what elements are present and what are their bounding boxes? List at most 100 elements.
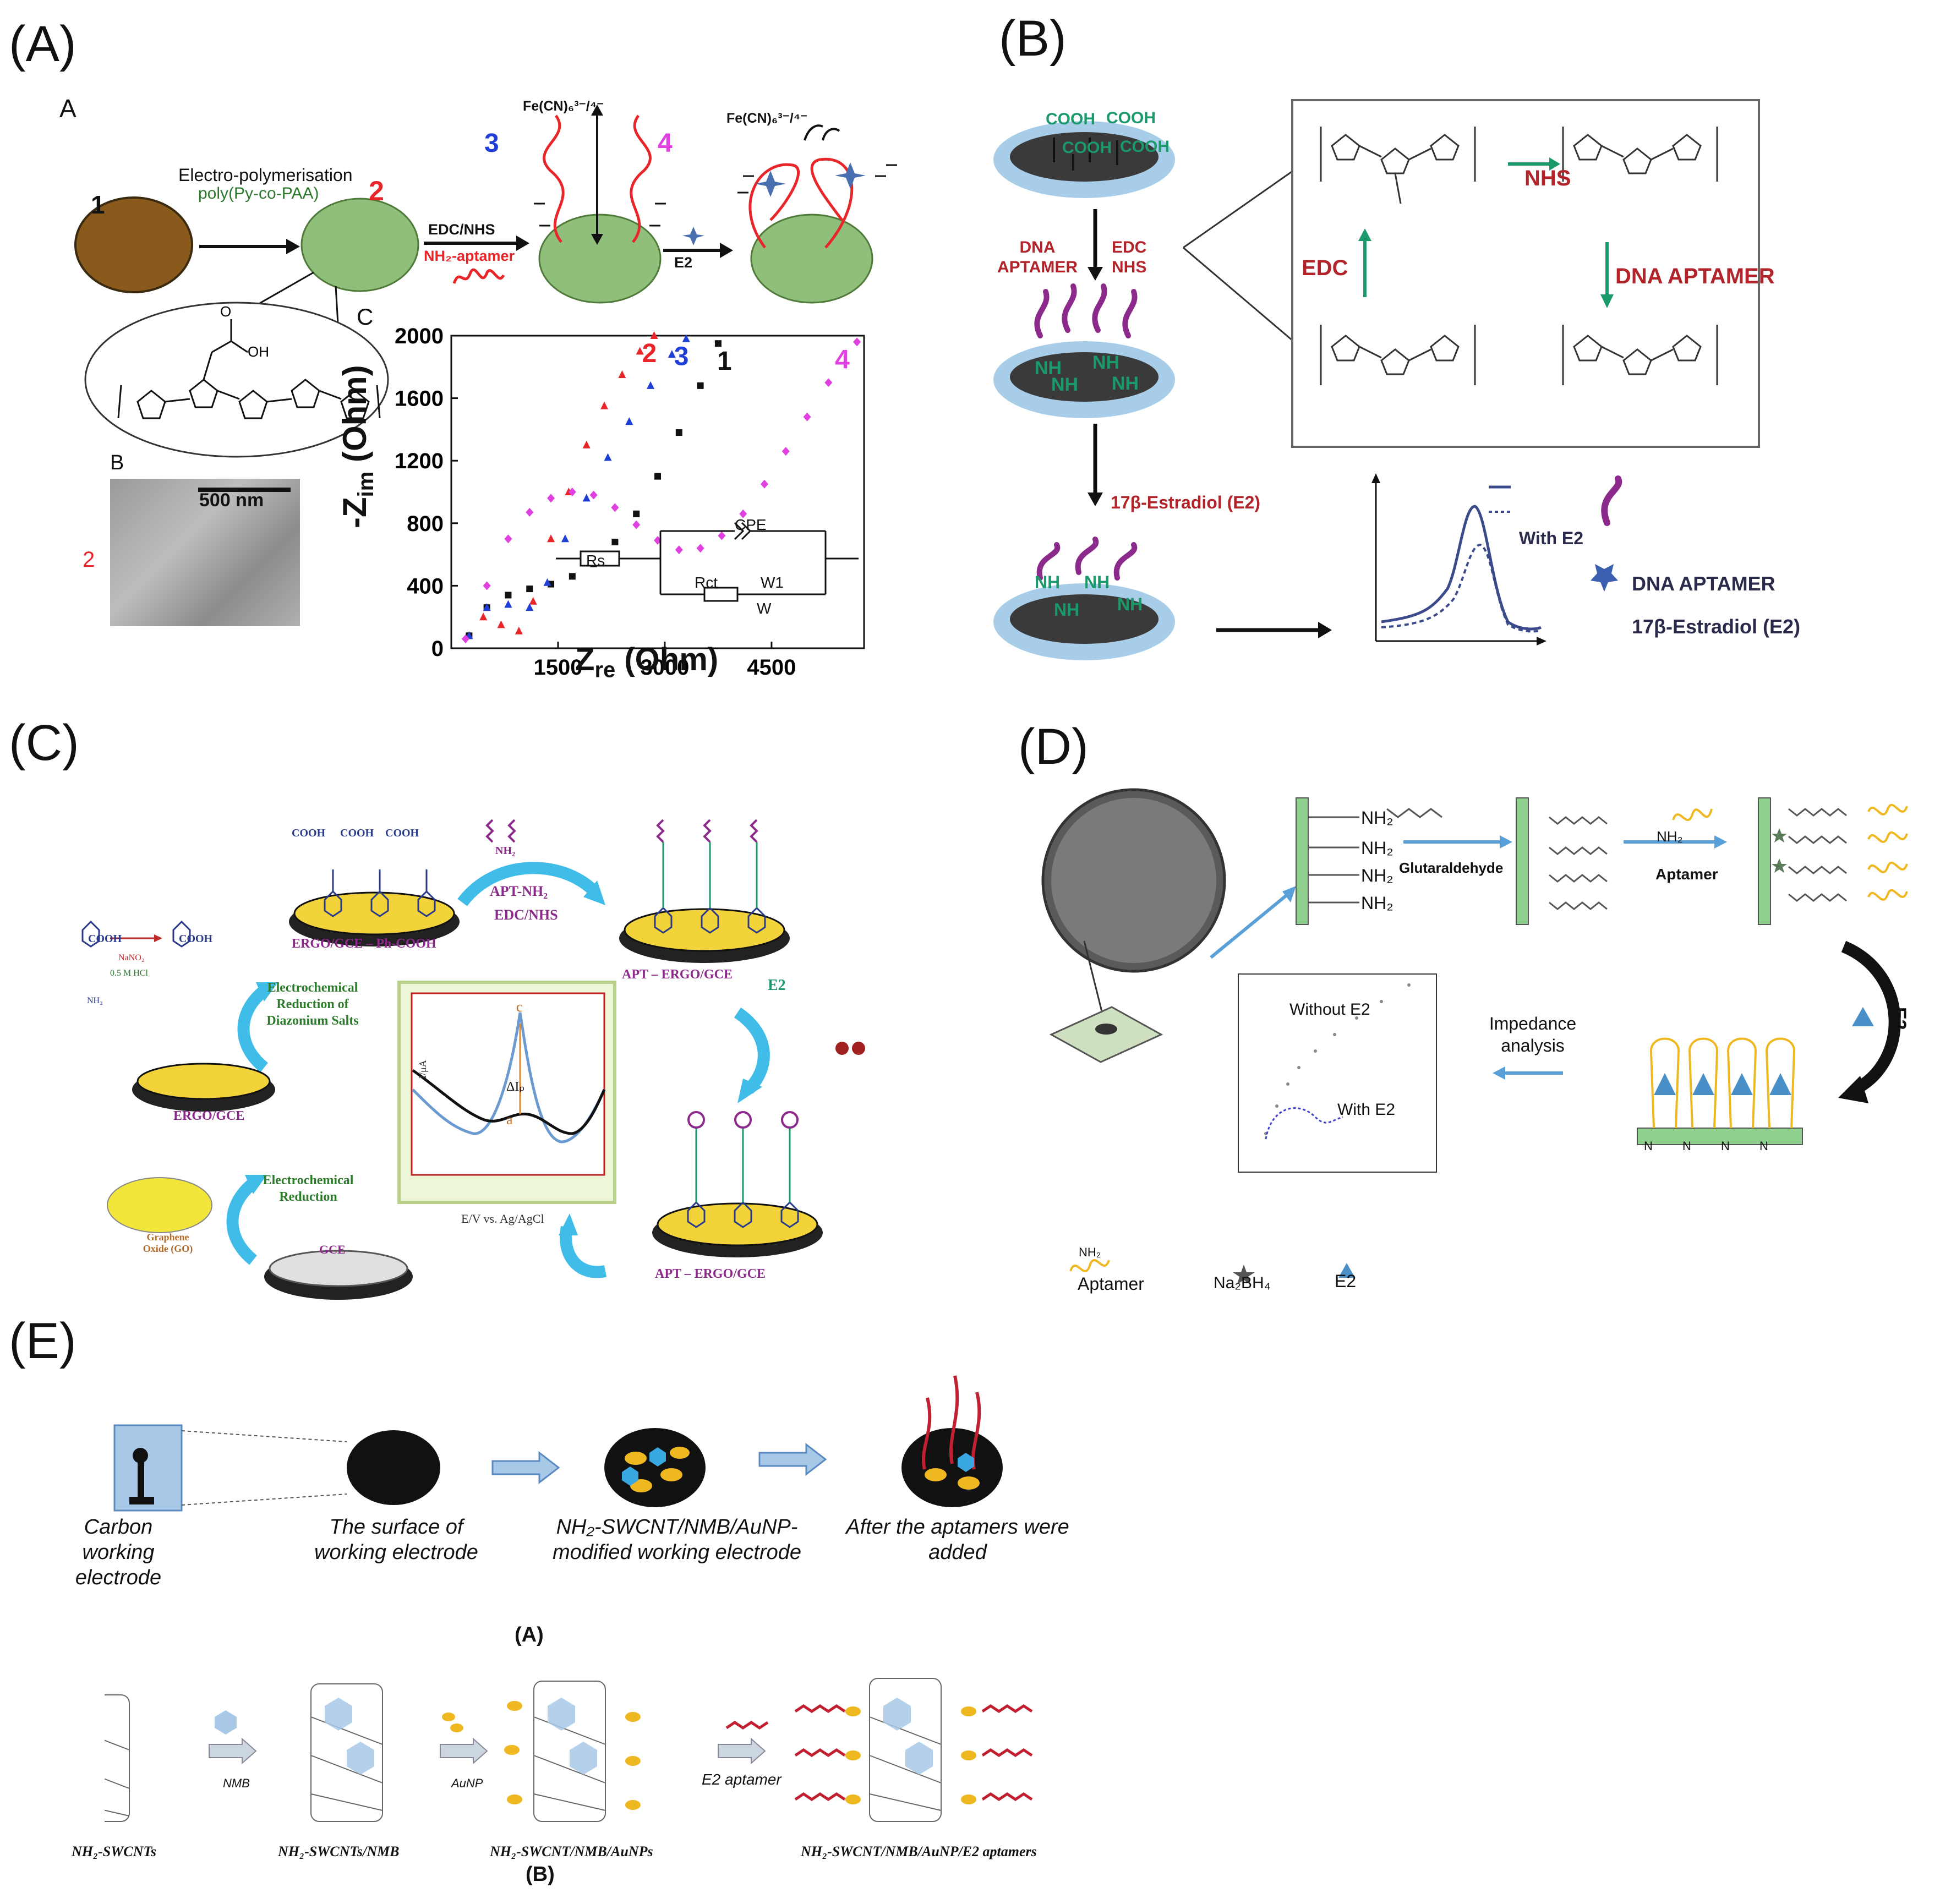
- series-2-point: [515, 626, 523, 634]
- impedance-analysis-label: Impedance analysis: [1489, 1014, 1577, 1055]
- series-label-3: 3: [674, 342, 689, 371]
- series-3-point: [668, 350, 676, 358]
- cooh-group-label: COOH: [340, 827, 374, 839]
- with-e2-legend-label: With E2: [1519, 528, 1584, 548]
- ferricyanide-label-3: Fe(CN)₆³⁻/⁴⁻: [523, 99, 604, 114]
- polymer-structure-inset: [84, 302, 389, 458]
- surface-aptamer: [1758, 797, 1771, 925]
- voltammogram-without-e2: [1381, 505, 1542, 631]
- subscheme-a-label: (A): [515, 1623, 544, 1646]
- legend-e2-label: 17β-Estradiol (E2): [1632, 615, 1801, 638]
- dpv-peak-a-label: a: [506, 1112, 513, 1128]
- nh2-aptamer-label: NH₂-aptamer: [424, 248, 515, 264]
- apt-ergo-bottom-label: APT – ERGO/GCE: [655, 1267, 766, 1281]
- series-3-point: [543, 578, 551, 586]
- dpv-delta-label: ΔIₚ: [506, 1080, 525, 1094]
- nh2-reactant-label: NH₂: [87, 996, 103, 1005]
- estradiol-step-label: 17β-Estradiol (E2): [1111, 493, 1261, 512]
- series-3-point: [604, 453, 612, 461]
- aptamer-step-label: Aptamer: [1655, 866, 1718, 883]
- e2-molecule-icon: [835, 1042, 849, 1055]
- gce-label: GCE: [319, 1243, 346, 1256]
- arrow-measure-return: [560, 1225, 607, 1278]
- aptamer-strand: [1034, 289, 1050, 338]
- aptamer-modified-electrode: [901, 1428, 1003, 1507]
- sem-scale-bar: [198, 488, 291, 492]
- series-4-point: [696, 544, 704, 553]
- ergo-ph-cooh-label: ERGO/GCE – Ph-COOH: [292, 937, 436, 951]
- subscheme-b-label: (B): [526, 1863, 555, 1886]
- nmb-label: NMB: [223, 1776, 250, 1790]
- x-label-sub: re: [594, 658, 616, 682]
- dpv-curve-c: [412, 1012, 606, 1144]
- nh2-aptamer-label: NH₂: [495, 845, 515, 857]
- x-tick-label: 4500: [747, 655, 796, 680]
- e2-molecule-icon: [755, 171, 786, 197]
- series-3-point: [504, 600, 512, 608]
- legend-nabh4-icon: [1233, 1265, 1255, 1284]
- series-4-point: [611, 503, 619, 512]
- impedance-inset: [1238, 973, 1437, 1173]
- aptamer-strand: [1122, 289, 1138, 338]
- nh-label-7: NH: [1054, 600, 1080, 620]
- electropolymerisation-label: Electro-polymerisation: [178, 165, 353, 185]
- arrow-e2-binding: [734, 1007, 770, 1094]
- aptamer-strand: [630, 114, 652, 243]
- stage-2-label: NH₂-SWCNTs/NMB: [278, 1843, 400, 1859]
- with-e2-label: With E2: [1337, 1101, 1396, 1119]
- series-2-point: [479, 612, 488, 621]
- nh-label-5: NH: [1035, 572, 1061, 592]
- aptamer-squiggle-icon: [452, 268, 505, 284]
- ferricyanide-label-4: Fe(CN)₆³⁻/⁴⁻: [726, 111, 808, 126]
- e2-binding-curved-arrow: [1841, 940, 1901, 1095]
- arrow-diazonium: [237, 986, 269, 1073]
- working-electrode-surface: [347, 1430, 440, 1505]
- apt-nh2-label: APT-NH₂: [490, 883, 548, 899]
- series-1-point: [526, 586, 533, 593]
- stage-3-label: NH₂-SWCNT/NMB/AuNPs: [490, 1843, 653, 1859]
- nh2-group-label: NH₂: [1361, 866, 1393, 885]
- series-4-point: [760, 479, 768, 489]
- nh-label-8: NH: [1117, 594, 1143, 614]
- aptamer-electrode-disk: [538, 214, 662, 304]
- panel-a-letter: (A): [9, 16, 76, 72]
- cooh-reactant-label: COOH: [88, 933, 122, 945]
- series-label-2: 2: [642, 339, 657, 368]
- panel-d-scheme: [1041, 788, 1908, 1284]
- equivalent-circuit: [556, 522, 859, 602]
- y-tick-label: 1600: [395, 387, 444, 411]
- y-tick-label: 0: [431, 637, 444, 661]
- y-tick-label: 400: [407, 574, 444, 598]
- legend-aptamer-icon: [1069, 1259, 1110, 1272]
- series-2-point: [636, 347, 644, 355]
- series-3-point: [526, 603, 534, 611]
- edc-reaction-label: EDC: [1302, 256, 1348, 280]
- panel-d-letter: (D): [1018, 719, 1089, 775]
- y-label-unit: (Ohm): [336, 365, 373, 472]
- cooh-label-3: COOH: [1062, 139, 1112, 157]
- x-label-unit: (Ohm): [615, 642, 719, 677]
- series-1-point: [714, 340, 722, 347]
- polymer-electrode-disk: [300, 198, 419, 292]
- step-3-label: 3: [484, 129, 499, 158]
- series-3-point: [483, 603, 491, 611]
- e2-aptamer-label: E2 aptamer: [702, 1771, 782, 1788]
- x-tick-label: 3000: [640, 655, 689, 680]
- e2-aptamer-icon: [725, 1720, 769, 1730]
- aunp-label: AuNP: [451, 1776, 483, 1790]
- arrow-apt-immobilization: [457, 862, 599, 906]
- cooh-group-label: COOH: [292, 827, 326, 839]
- series-label-1: 1: [717, 347, 732, 376]
- series-1-point: [654, 473, 661, 480]
- apt-ergo-top-label: APT – ERGO/GCE: [622, 967, 733, 982]
- circuit-w-label: W: [757, 600, 772, 617]
- electrochemical-reduction-label: Electrochemical Reduction: [263, 1173, 354, 1204]
- series-4-point: [675, 545, 683, 555]
- legend-e2-label: E2: [1335, 1271, 1357, 1291]
- series-2-point: [618, 370, 626, 378]
- series-1-point: [675, 429, 682, 436]
- sem-sample-label: 2: [83, 548, 95, 572]
- y-tick-label: 1200: [395, 449, 444, 473]
- series-1-point: [505, 592, 512, 599]
